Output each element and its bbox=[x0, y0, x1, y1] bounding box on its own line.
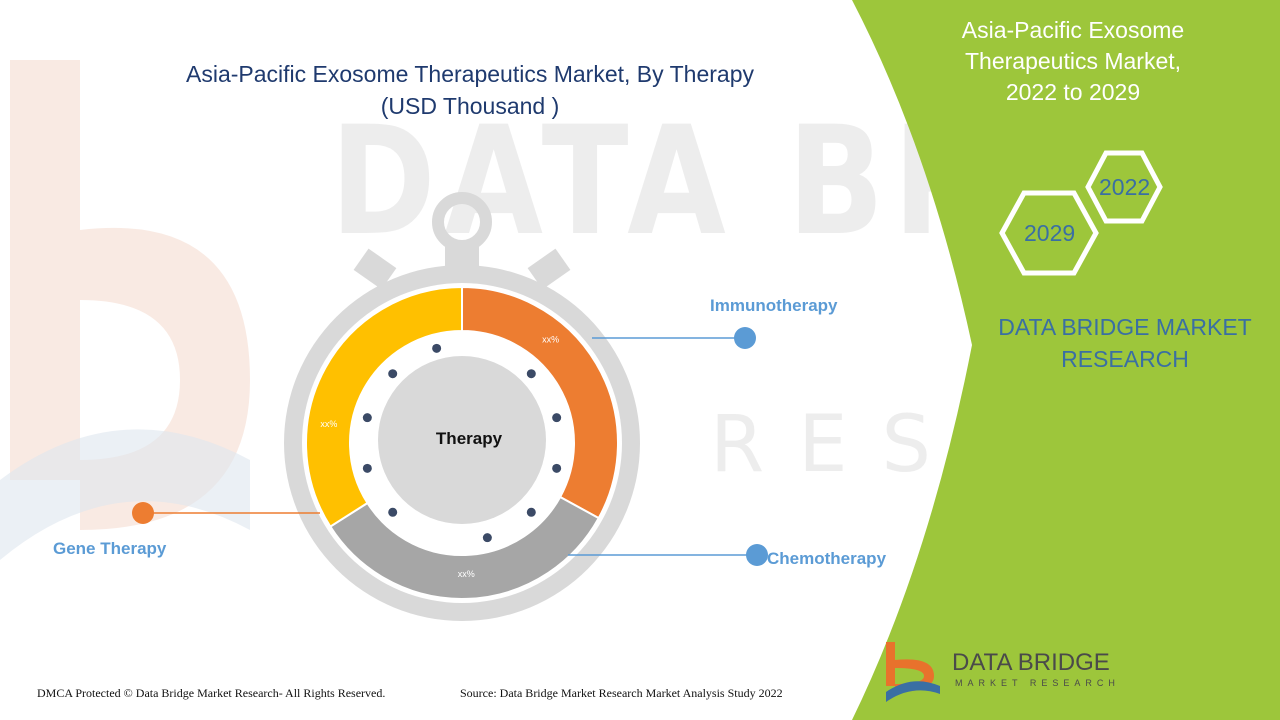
footer-source: Source: Data Bridge Market Research Mark… bbox=[460, 686, 783, 700]
side-panel-background bbox=[852, 0, 1280, 720]
segment-value-label-immunotherapy: xx% bbox=[542, 334, 559, 344]
donut-segment-chemotherapy bbox=[328, 495, 601, 600]
hexagon-icons bbox=[999, 150, 1163, 276]
clock-tick-dot bbox=[362, 413, 372, 423]
clock-tick-dot bbox=[552, 463, 562, 473]
clock-tick-dot bbox=[482, 533, 492, 543]
year-start-label: 2022 bbox=[1099, 174, 1151, 200]
segment-value-label-chemotherapy: xx% bbox=[458, 569, 475, 579]
legend-dot-gene-therapy bbox=[132, 502, 154, 524]
side-panel-title: Asia-Pacific Exosome Therapeutics Market… bbox=[928, 15, 1218, 108]
clock-tick-dot bbox=[388, 369, 398, 379]
side-title-line2: Therapeutics Market, bbox=[964, 48, 1182, 74]
logo-name: DATA BRIDGE bbox=[952, 649, 1110, 676]
hexagon-2029-icon bbox=[999, 190, 1099, 276]
clock-tick-dot bbox=[432, 343, 442, 353]
donut-segment-gene-therapy bbox=[305, 285, 463, 528]
center-label: Therapy bbox=[436, 429, 503, 448]
data-bridge-logo-icon bbox=[886, 642, 940, 702]
hexagon-2022-icon bbox=[1085, 150, 1163, 224]
chart-title: Asia-Pacific Exosome Therapeutics Market… bbox=[170, 58, 770, 122]
stopwatch-ring-icon bbox=[432, 192, 492, 252]
clock-tick-dot bbox=[388, 507, 398, 517]
legend-dot-chemotherapy bbox=[746, 544, 768, 566]
stopwatch-left-button-icon bbox=[353, 248, 397, 290]
chart-title-line1: Asia-Pacific Exosome Therapeutics Market… bbox=[186, 61, 754, 87]
footer-copyright: DMCA Protected © Data Bridge Market Rese… bbox=[37, 686, 386, 700]
center-disc bbox=[378, 356, 546, 524]
clock-tick-dot bbox=[362, 463, 372, 473]
legend-label-immunotherapy: Immunotherapy bbox=[710, 296, 838, 315]
side-title-line1: Asia-Pacific Exosome bbox=[961, 17, 1185, 43]
clock-tick-dot bbox=[552, 413, 562, 423]
legend-dot-immunotherapy bbox=[734, 327, 756, 349]
side-title-line3: 2022 to 2029 bbox=[1005, 79, 1141, 105]
chart-title-line2: (USD Thousand ) bbox=[380, 93, 560, 119]
side-brand-line2: RESEARCH bbox=[1061, 346, 1189, 372]
side-brand-text: DATA BRIDGE MARKET RESEARCH bbox=[985, 311, 1265, 375]
clock-tick-dot bbox=[526, 369, 536, 379]
legend-label-chemotherapy: Chemotherapy bbox=[767, 549, 887, 568]
side-brand-line1: DATA BRIDGE MARKET bbox=[998, 314, 1252, 340]
clock-tick-dot bbox=[526, 507, 536, 517]
year-end-label: 2029 bbox=[1024, 220, 1076, 246]
watermark-logo bbox=[0, 60, 250, 560]
donut-segment-immunotherapy bbox=[461, 285, 619, 520]
segment-value-label-gene-therapy: xx% bbox=[320, 419, 337, 429]
stopwatch-right-button-icon bbox=[527, 248, 571, 290]
legend-label-gene-therapy: Gene Therapy bbox=[53, 539, 167, 558]
logo-subtitle: MARKET RESEARCH bbox=[955, 678, 1120, 688]
